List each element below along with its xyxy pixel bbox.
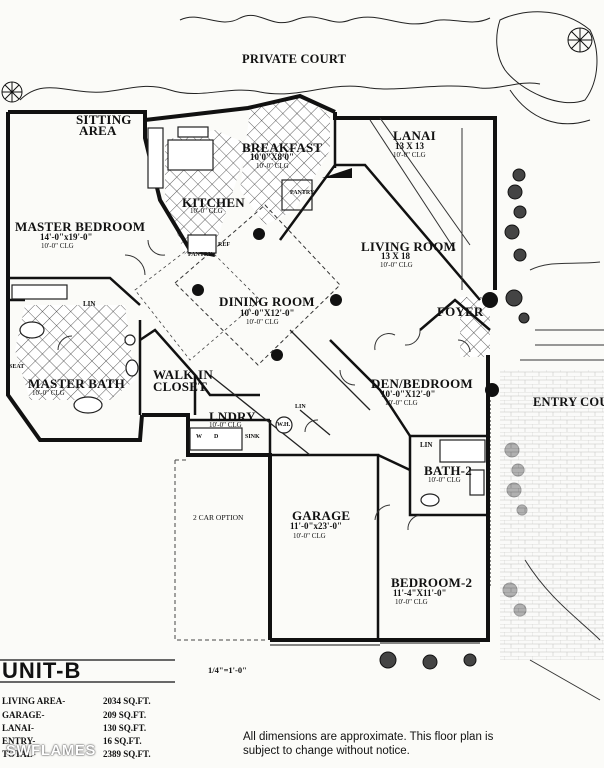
ref-label: REF (218, 242, 230, 248)
area-value: 209 SQ.FT. (103, 710, 147, 720)
linen-label: LIN (83, 300, 96, 308)
dining-room-ceiling: 10'-0" CLG (246, 318, 279, 326)
bedroom-2-label: BEDROOM-2 (391, 575, 473, 590)
breakfast-ceiling: 10'-0" CLG (256, 162, 289, 170)
area-label: GARAGE- (2, 710, 45, 720)
den-bedroom-ceiling: 10'-0" CLG (385, 399, 418, 407)
master-bedroom-label: MASTER BEDROOM (15, 219, 146, 234)
living-room-dimensions: 13 X 18 (381, 251, 410, 261)
pantry-label-2: PANTRY (188, 252, 213, 258)
entry-court-label: ENTRY COU (533, 395, 604, 409)
bath-2-ceiling: 10'-0" CLG (428, 476, 461, 484)
laundry-ceiling: 10'-0" CLG (209, 421, 242, 429)
foyer-label: FOYER (437, 304, 484, 319)
interior-walls (8, 118, 491, 640)
bath-2-label: BATH-2 (424, 463, 472, 478)
pantry-label: PANTRY (290, 190, 315, 196)
two-car-option-label: 2 CAR OPTION (193, 513, 244, 522)
area-value: 16 SQ.FT. (103, 736, 142, 746)
laundry-label: LNDRY (209, 409, 256, 424)
walk-in-label-2: CLOSET (153, 379, 207, 394)
scale-label: 1/4"=1'-0" (208, 665, 247, 675)
sitting-area-label-1: SITTING (76, 112, 132, 127)
den-bedroom-dimensions: 10'-0"X12'-0" (381, 389, 436, 399)
linen-label-3: LIN (420, 441, 433, 449)
area-value: 2389 SQ.FT. (103, 749, 151, 759)
area-value: 2034 SQ.FT. (103, 696, 151, 706)
linen-label-2: LIN (295, 404, 306, 410)
living-room-label: LIVING ROOM (361, 239, 457, 254)
master-bath-label: MASTER BATH (28, 376, 125, 391)
disclaimer-text: All dimensions are approximate. This flo… (243, 731, 494, 757)
unit-title: UNIT-B (2, 658, 82, 683)
living-room-ceiling: 10'-0" CLG (380, 261, 413, 269)
washer-label: W (196, 434, 202, 440)
kitchen-label: KITCHEN (182, 195, 245, 210)
garage-ceiling: 10'-0" CLG (293, 532, 326, 540)
area-value: 130 SQ.FT. (103, 723, 147, 733)
den-bedroom-label: DEN/BEDROOM (371, 376, 473, 391)
seat-label: SEAT (9, 364, 25, 370)
kitchen-ceiling: 10'-0" CLG (190, 207, 223, 215)
dining-room-label: DINING ROOM (219, 294, 315, 309)
two-car-option-outline (174, 459, 268, 641)
area-label: ENTRY- (2, 736, 36, 746)
fixtures (11, 284, 486, 507)
master-bath-ceiling: 10'-0" CLG (32, 389, 65, 397)
breakfast-label: BREAKFAST (242, 140, 323, 155)
top-landscaping (19, 11, 598, 125)
sink-label: SINK (245, 434, 260, 440)
water-heater-label: W.H. (277, 422, 291, 428)
area-label: LIVING AREA- (2, 696, 66, 706)
master-bedroom-ceiling: 10'-0" CLG (41, 242, 74, 250)
garage-dimensions: 11'-0"x23'-0" (290, 521, 342, 531)
dining-room-dimensions: 10'-0"X12'-0" (240, 308, 295, 318)
garage-label: GARAGE (292, 508, 351, 523)
walk-in-label-1: WALK-IN (153, 367, 213, 382)
door-swings (57, 239, 471, 531)
dryer-label: D (214, 434, 219, 440)
bedroom-2-dimensions: 11'-4"X11'-0" (393, 588, 447, 598)
lanai-ceiling: 10'-0" CLG (393, 151, 426, 159)
breakfast-dimensions: 10'0"X8'0" (250, 152, 294, 162)
private-court-label: PRIVATE COURT (242, 52, 347, 66)
area-label: TOTAL- (2, 749, 36, 759)
lanai-label: LANAI (393, 128, 436, 143)
area-label: LANAI- (2, 723, 35, 733)
columns (192, 168, 499, 397)
sitting-area-label-2: AREA (79, 123, 117, 138)
watermark-logo: SWFLAMES (6, 742, 96, 759)
lanai-dimensions: 13 X 13 (395, 141, 424, 151)
master-bedroom-dimensions: 14'-0"x19'-0" (40, 232, 93, 242)
bedroom-2-ceiling: 10'-0" CLG (395, 598, 428, 606)
right-landscaping (520, 261, 604, 701)
